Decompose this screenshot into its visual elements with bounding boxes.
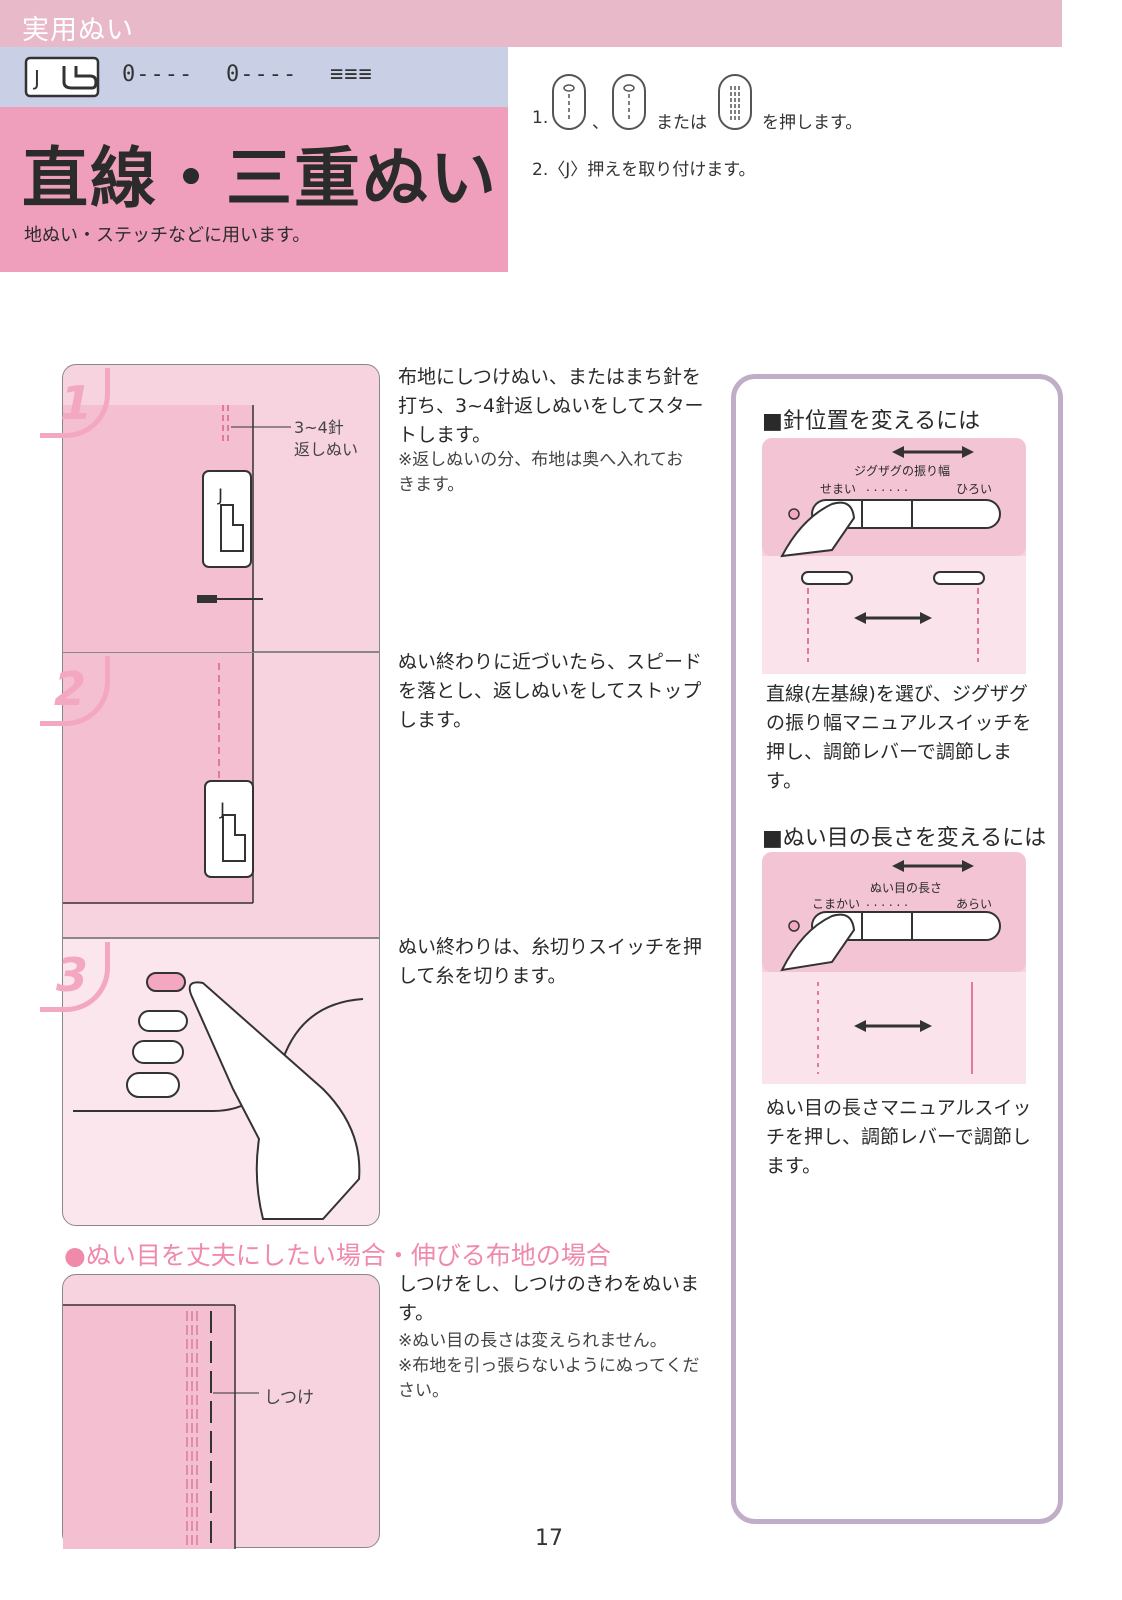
category-band: [0, 0, 1062, 47]
needle-position-illustration: [762, 438, 1026, 674]
step3-number-arc: [40, 942, 110, 1012]
step2-illustration: [62, 652, 380, 938]
step2-text: ぬい終わりに近づいたら、スピードを落とし、返しぬいをしてストップします。: [398, 651, 703, 731]
stitch-length-text: ぬい目の長さマニュアルスイッチを押し、調節レバーで調節します。: [766, 1097, 1032, 1177]
page-number: 17: [535, 1526, 563, 1551]
step1-foot-letter: J: [218, 486, 224, 506]
strong-stitch-heading: ●ぬい目を丈夫にしたい場合・伸びる布地の場合: [64, 1241, 611, 1270]
presser-foot-j-icon: J: [24, 56, 100, 98]
needle-position-heading: ■針位置を変えるには: [762, 409, 981, 434]
needle-slider-dots: . . . . . .: [866, 480, 908, 494]
step2-number: 2: [54, 662, 87, 716]
straight-left-stitch-symbol: 0----: [226, 62, 298, 87]
straight-stitch-symbol: 0----: [122, 62, 194, 87]
needle-slider-right-label: ひろい: [956, 482, 993, 496]
triple-stitch-symbol: ≡≡≡: [330, 62, 373, 87]
needle-slider-left-label: せまい: [820, 482, 857, 496]
length-slider-right-label: あらい: [956, 897, 993, 911]
needle-slider-title: ジグザグの振り幅: [854, 464, 951, 478]
strong-stitch-illustration: [62, 1274, 380, 1549]
svg-text:J: J: [32, 66, 40, 90]
instruction-or-text: または: [656, 113, 707, 133]
straight-left-stitch-button-icon: [612, 74, 646, 130]
page-title: 直線・三重ぬい: [22, 140, 498, 217]
strong-stitch-note2: ※布地を引っ張らないようにぬってください。: [398, 1356, 700, 1401]
step1-callout-line1: 3~4針: [294, 418, 344, 437]
stitch-length-heading: ■ぬい目の長さを変えるには: [762, 826, 1047, 851]
length-slider-title: ぬい目の長さ: [870, 881, 943, 895]
step1-number-arc: [40, 368, 110, 438]
step3-text: ぬい終わりは、糸切りスイッチを押して糸を切ります。: [398, 936, 703, 987]
step1-callout-line2: 返しぬい: [294, 440, 359, 459]
step1-illustration: [62, 364, 380, 653]
instruction-push-text: を押します。: [762, 113, 863, 133]
step1-text: 布地にしつけぬい、またはまち針を打ち、3~4針返しぬいをしてスタートします。: [398, 366, 704, 446]
step1-number: 1: [60, 376, 93, 430]
step1-note: ※返しぬいの分、布地は奥へ入れておきます。: [398, 450, 684, 495]
step2-foot-letter: J: [220, 800, 226, 820]
straight-stitch-button-icon: [552, 74, 586, 130]
stitch-length-illustration: [762, 852, 1026, 1084]
strong-stitch-note1: ※ぬい目の長さは変えられません。: [398, 1331, 667, 1351]
length-slider-left-label: こまかい: [812, 897, 861, 911]
instruction-step2: 2.〈J〉押えを取り付けます。: [532, 160, 756, 180]
basting-callout: しつけ: [264, 1388, 314, 1408]
instruction-separator: 、: [592, 113, 609, 133]
instruction-step1-number: 1.: [532, 108, 549, 128]
category-title: 実用ぬい: [22, 15, 134, 46]
length-slider-dots: . . . . . .: [866, 895, 908, 909]
step3-illustration: [62, 938, 380, 1226]
page-subtitle: 地ぬい・ステッチなどに用います。: [24, 225, 311, 246]
needle-position-text: 直線(左基線)を選び、ジグザグの振り幅マニュアルスイッチを押し、調節レバーで調節…: [766, 683, 1032, 792]
title-block: [0, 107, 508, 272]
step2-number-arc: [40, 656, 110, 726]
strong-stitch-text: しつけをし、しつけのきわをぬいます。: [398, 1273, 700, 1324]
step3-number: 3: [56, 948, 89, 1002]
triple-stitch-button-icon: [718, 74, 752, 130]
